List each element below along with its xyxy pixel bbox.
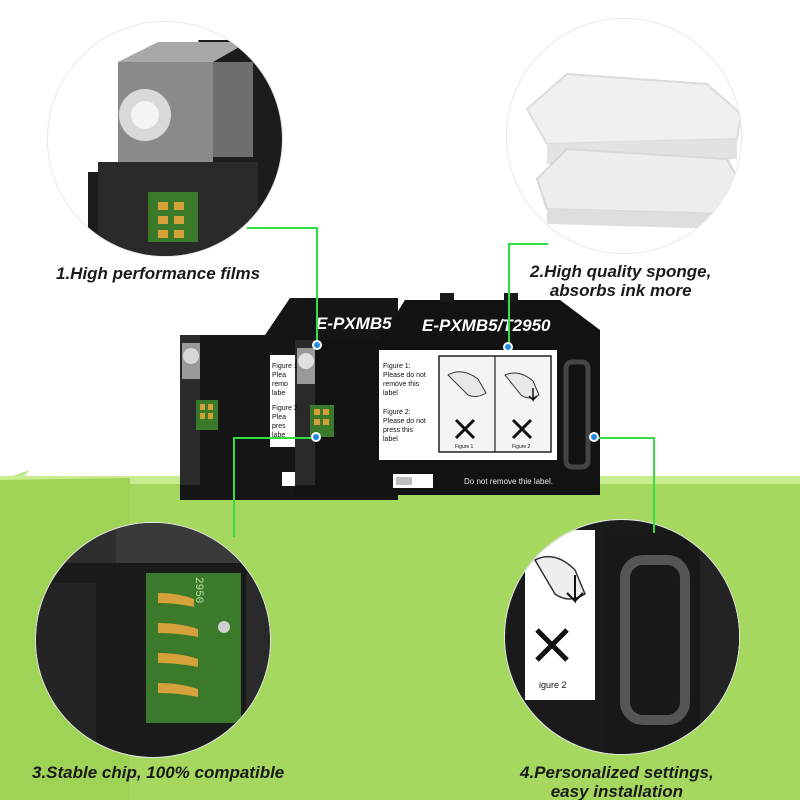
back-figure1-text: Figure 1: Plea remo labe [272, 363, 298, 397]
closeup-chip-circle: 2950 [36, 523, 270, 757]
feature-caption-chip: 3.Stable chip, 100% compatible [32, 763, 285, 782]
chip-code-label: 2950 [192, 577, 204, 604]
sponge-pads-icon [507, 19, 741, 253]
feature-caption-sponge: 2.High quality sponge, absorbs ink more [530, 262, 712, 300]
leader-line-install-h [594, 437, 654, 439]
marker-dot-chip [311, 432, 321, 442]
warning-caption-figure2: Figure 2 [512, 444, 531, 450]
leader-line-chip-h [233, 437, 315, 439]
closeup-install-circle: igure 2 [505, 520, 739, 754]
marker-dot-install [589, 432, 599, 442]
feature-caption-films: 1.High performance films [56, 264, 261, 283]
leader-line-films-h [247, 227, 317, 229]
closeup-sponge-circle [507, 19, 741, 253]
warning-caption-figure1: Figure 1 [455, 444, 474, 450]
figure1-instruction: Figure 1: Please do not remove this labe… [383, 363, 426, 397]
leader-line-sponge-v [508, 243, 510, 347]
footer-label: Do not remove thie label. [464, 477, 553, 486]
figure2-instruction: Figure 2: Please do not press this label [383, 409, 426, 443]
back-figure2-text: Figure 2: Plea pres labe [272, 405, 298, 439]
marker-dot-films [312, 340, 322, 350]
closeup-figure-caption: igure 2 [539, 680, 567, 690]
front-cartridge [295, 293, 600, 495]
cartridge-corner-closeup-icon [48, 22, 282, 256]
closeup-films-circle [48, 22, 282, 256]
front-cartridge-label: E-PXMB5/T2950 [422, 316, 551, 335]
leader-line-install-v [653, 437, 655, 533]
marker-dot-sponge [503, 342, 513, 352]
feature-caption-install: 4.Personalized settings, easy installati… [520, 763, 714, 800]
leader-line-films-v [316, 227, 318, 345]
handle-closeup-icon [505, 520, 739, 754]
chip-closeup-icon [36, 523, 270, 757]
leader-line-sponge-h [508, 243, 548, 245]
leader-line-chip-v [233, 437, 235, 537]
back-cartridge-label: E-PXMB5 [316, 314, 392, 333]
